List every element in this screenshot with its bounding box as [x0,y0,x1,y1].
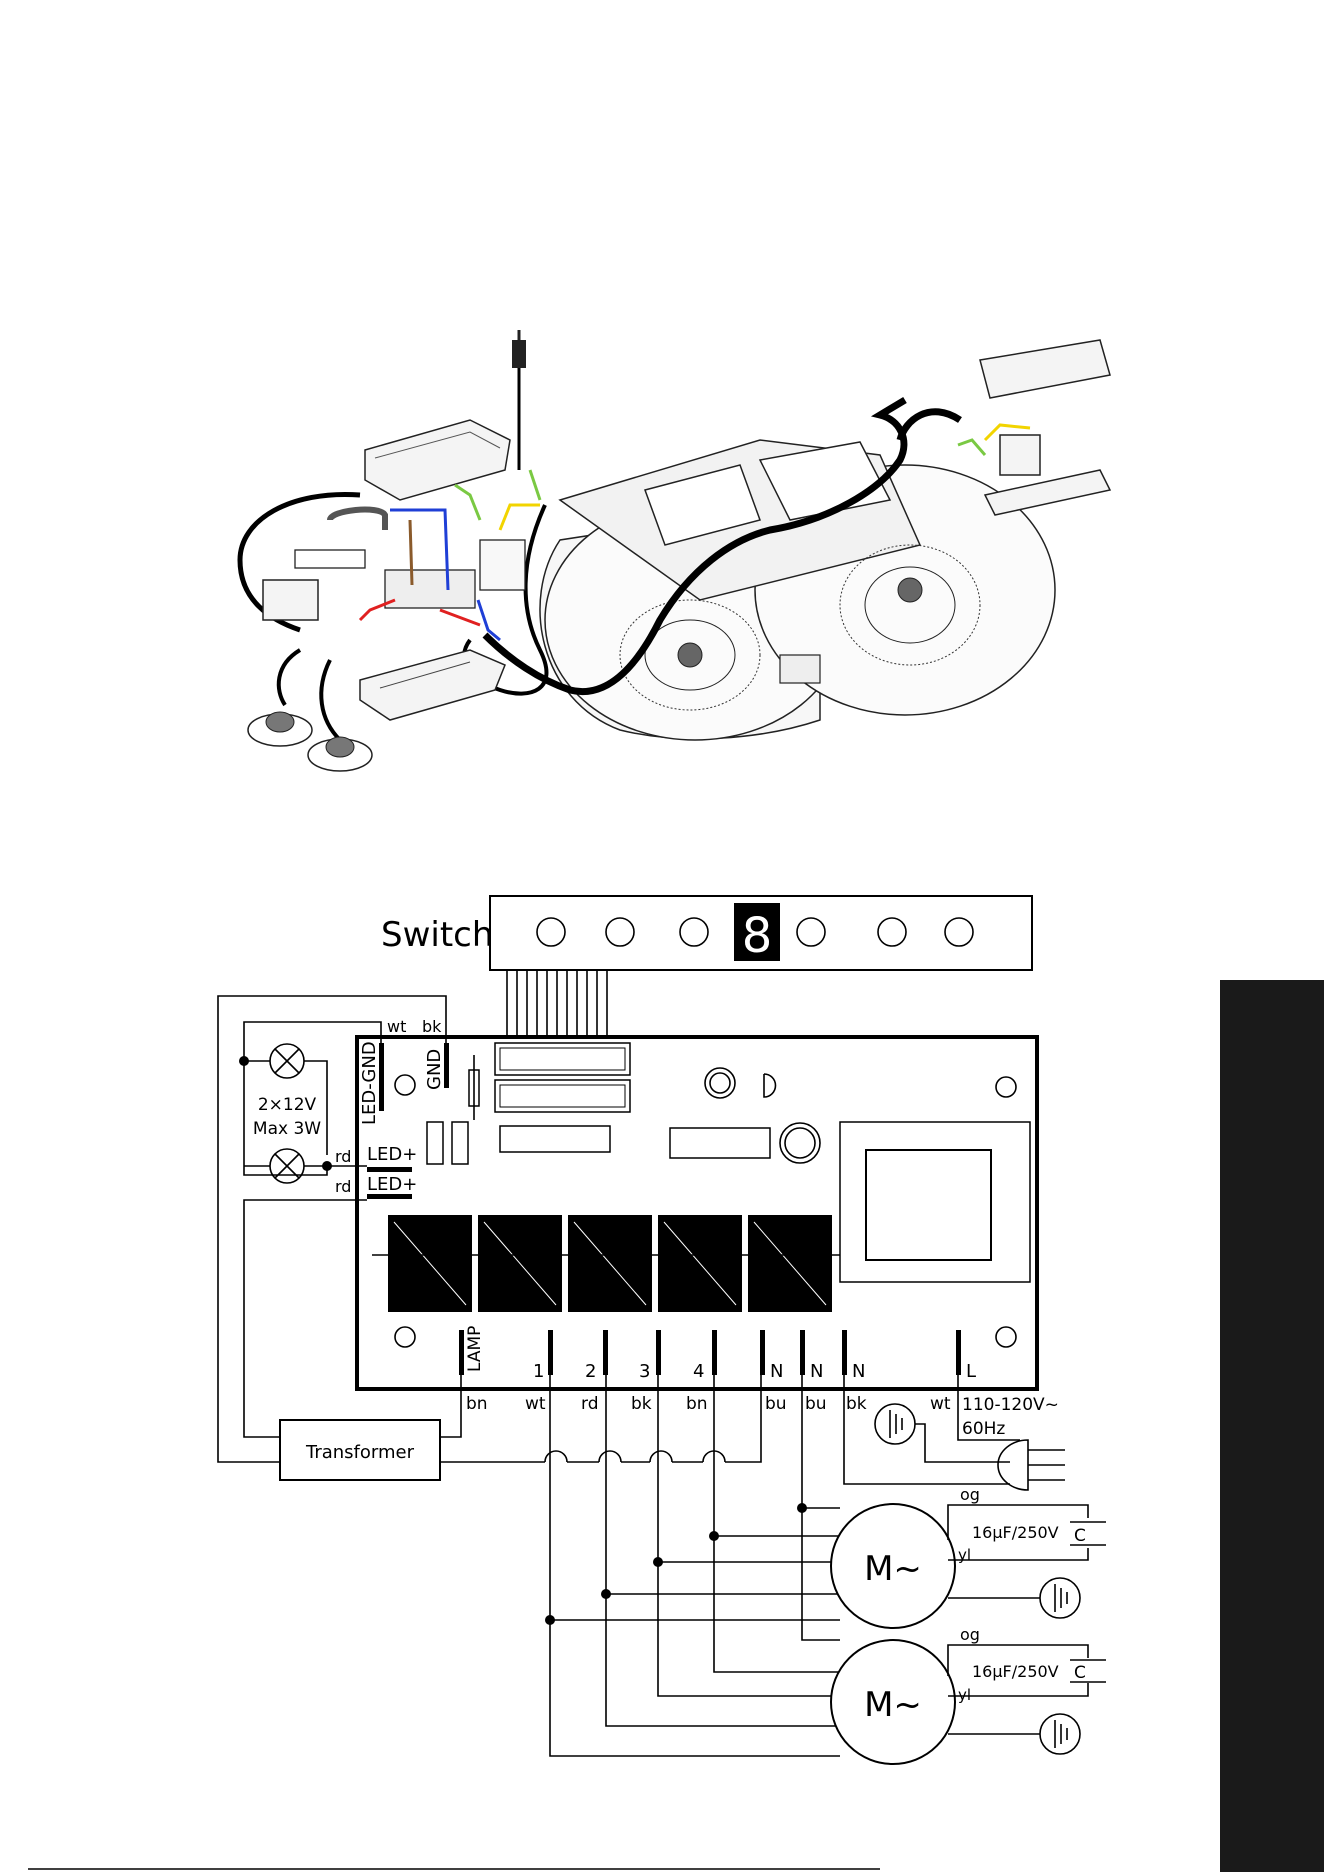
terminal-3-label: 3 [639,1361,650,1382]
terminal-n1-label: N [770,1361,783,1382]
gnd-label: GND [424,1049,445,1090]
control-board: LED-GND GND [357,1037,1037,1389]
lamp-spec-1: 2×12V [258,1095,317,1115]
wire-rd-2-term: rd [581,1394,598,1414]
motor-2-cap-spec: 16µF/250V [972,1662,1059,1681]
wire-wt-l: wt [930,1394,951,1414]
blower-housing [540,440,1055,740]
motor-1-label: M~ [864,1549,922,1589]
motor-1-cap-letter: C [1074,1526,1086,1546]
lamp-spec-2: Max 3W [253,1119,321,1139]
wire-wt-top: wt [387,1017,406,1036]
assembly-illustration [240,330,1110,771]
wire-bk-top: bk [422,1017,442,1036]
power-freq: 60Hz [962,1419,1005,1439]
wire-rd-1: rd [335,1147,351,1166]
led-plus-2-label: LED+ [367,1174,417,1195]
led-gnd-label: LED-GND [359,1041,380,1125]
transformer-label: Transformer [305,1442,415,1463]
terminal-n3-label: N [852,1361,865,1382]
wire-bk-3: bk [631,1394,652,1414]
switch-panel: Switch 8 [381,896,1032,1052]
terminal-2-label: 2 [585,1361,596,1382]
motor-2-yl: yl [958,1686,971,1704]
switch-title: Switch [381,915,493,955]
wire-bk-n3: bk [846,1394,867,1414]
motor-1-yl: yl [958,1546,971,1564]
motor-1-og: og [960,1485,980,1504]
wire-bn-4: bn [686,1394,708,1414]
terminal-4-label: 4 [693,1361,704,1382]
switch-digit: 8 [742,908,773,964]
terminal-l-label: L [966,1361,976,1382]
control-cover [365,420,510,500]
wire-bn-lamp: bn [466,1394,488,1414]
wire-wt-1: wt [525,1394,546,1414]
power-plug [512,330,526,470]
led-plus-1-label: LED+ [367,1144,417,1165]
terminal-n2-label: N [810,1361,823,1382]
motor-1-cap-spec: 16µF/250V [972,1523,1059,1542]
motor-2-og: og [960,1625,980,1644]
lamp-label: LAMP [465,1326,485,1372]
relay-bank [372,1215,840,1312]
wire-bu-n2: bu [805,1394,827,1414]
terminal-1-label: 1 [533,1361,544,1382]
power-voltage: 110-120V~ [962,1395,1059,1415]
motor-2-cap-letter: C [1074,1663,1086,1683]
wire-bu-n1: bu [765,1394,787,1414]
motor-2-label: M~ [864,1685,922,1725]
wire-rd-2: rd [335,1177,351,1196]
